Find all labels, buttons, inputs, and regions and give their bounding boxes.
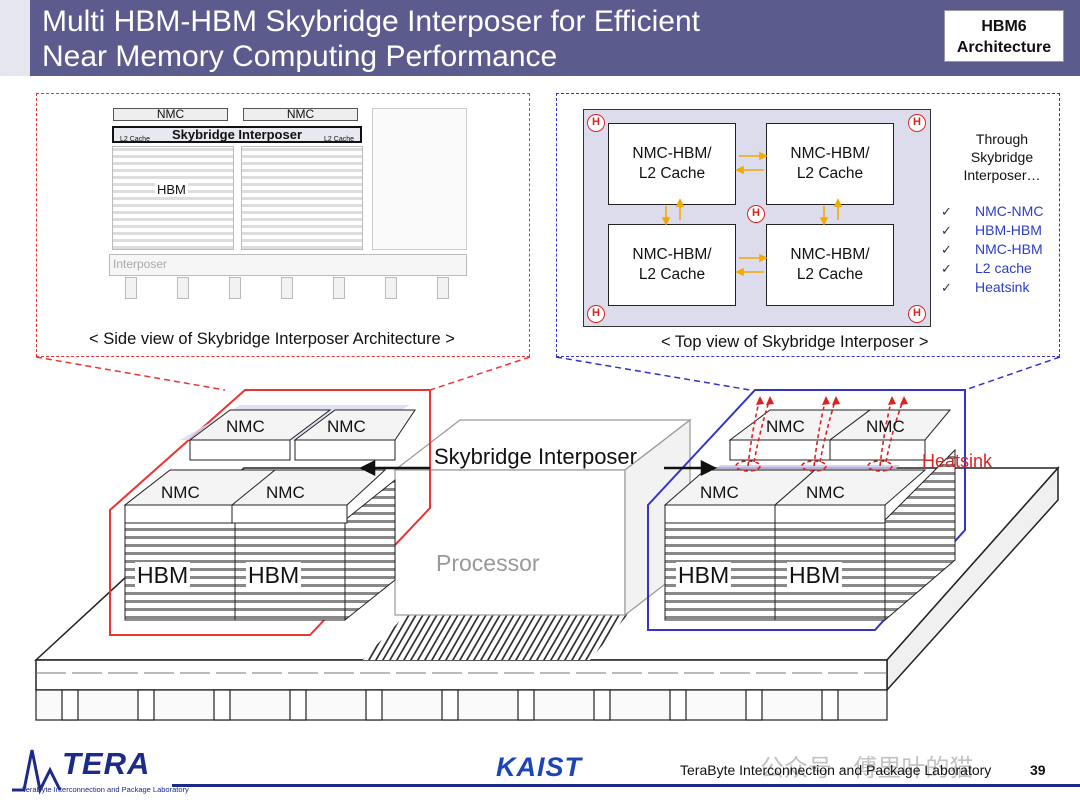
scene-nmc-label: NMC <box>866 417 905 436</box>
side-bump <box>125 277 137 299</box>
footer-divider <box>172 784 1080 787</box>
side-bump <box>177 277 189 299</box>
top-view-board: NMC-HBM/ L2 Cache NMC-HBM/ L2 Cache NMC-… <box>583 109 931 327</box>
side-nmc-left: NMC <box>113 108 228 121</box>
side-bump <box>437 277 449 299</box>
checklist-item: ✓NMC-NMC <box>941 203 1044 219</box>
side-hbm-stack-right <box>241 146 363 250</box>
slide-footer: TERA TeraByte Interconnection and Packag… <box>0 724 1080 810</box>
side-bump <box>333 277 345 299</box>
side-skybridge-label: Skybridge Interposer <box>171 127 303 142</box>
side-hbm-label: HBM <box>155 182 188 197</box>
skybridge-pointer-arrows <box>359 459 717 477</box>
scene-nmc-label: NMC <box>161 483 200 502</box>
top-view-box: NMC-HBM/ L2 Cache <box>766 123 894 205</box>
h-marker: H <box>908 114 926 132</box>
through-skybridge-text: Through Skybridge Interposer… <box>963 131 1041 183</box>
scene-hbm-label: HBM <box>676 562 732 589</box>
h-marker: H <box>587 305 605 323</box>
tera-logo-icon <box>12 749 62 795</box>
top-view-caption: < Top view of Skybridge Interposer > <box>661 333 929 351</box>
side-interposer-label: Interposer <box>113 257 168 271</box>
heat-arrowheads <box>756 396 908 405</box>
checklist-item: ✓HBM-HBM <box>941 222 1042 238</box>
processor-label: Processor <box>436 550 540 576</box>
top-view-box: NMC-HBM/ L2 Cache <box>608 224 736 306</box>
left-zoom-connector <box>35 356 226 391</box>
scene-nmc-label: NMC <box>766 417 805 436</box>
side-view-caption: < Side view of Skybridge Interposer Arch… <box>89 330 455 348</box>
tera-logo-subtitle: TeraByte Interconnection and Package Lab… <box>22 785 189 794</box>
lab-name: TeraByte Interconnection and Package Lab… <box>680 762 992 778</box>
right-zoom-connector <box>964 356 1061 391</box>
tera-logo-text: TERA <box>62 746 151 781</box>
side-skybridge-bar: L2 Cache Skybridge Interposer L2 Cache <box>112 126 362 143</box>
benefit-checklist: ✓NMC-NMC ✓HBM-HBM ✓NMC-HBM ✓L2 cache ✓He… <box>941 202 1043 297</box>
heatsink-label: Heatsink <box>922 451 993 471</box>
page-number: 39 <box>1030 762 1046 778</box>
side-l2-left: L2 Cache <box>120 136 150 143</box>
left-zoom-connector <box>429 356 531 391</box>
top-view-arrows <box>661 151 843 277</box>
side-nmc-right: NMC <box>243 108 358 121</box>
kaist-logo: KAIST <box>496 752 582 782</box>
side-l2-right: L2 Cache <box>324 136 354 143</box>
h-marker: H <box>747 205 765 223</box>
scene-hbm-label: HBM <box>787 562 843 589</box>
checklist-item: ✓NMC-HBM <box>941 241 1043 257</box>
h-marker: H <box>908 305 926 323</box>
top-view-box: NMC-HBM/ L2 Cache <box>608 123 736 205</box>
package-3d-illustration <box>34 356 1061 721</box>
check-icon: ✓ <box>941 204 952 219</box>
side-view-panel: NMC NMC L2 Cache Skybridge Interposer L2… <box>36 93 530 357</box>
skybridge-interposer-label: Skybridge Interposer <box>434 444 637 469</box>
scene-nmc-label: NMC <box>700 483 739 502</box>
check-icon: ✓ <box>941 280 952 295</box>
slide-title: Multi HBM-HBM Skybridge Interposer for E… <box>42 5 700 73</box>
check-icon: ✓ <box>941 261 952 276</box>
side-bump <box>281 277 293 299</box>
h-marker: H <box>587 114 605 132</box>
top-view-box: NMC-HBM/ L2 Cache <box>766 224 894 306</box>
scene-nmc-label: NMC <box>806 483 845 502</box>
top-view-panel: NMC-HBM/ L2 Cache NMC-HBM/ L2 Cache NMC-… <box>556 93 1060 357</box>
checklist-item: ✓L2 cache <box>941 260 1032 276</box>
side-interposer-base <box>109 254 467 276</box>
side-bump <box>229 277 241 299</box>
architecture-badge: HBM6 Architecture <box>944 10 1064 62</box>
side-bump <box>385 277 397 299</box>
right-zoom-connector <box>555 356 751 391</box>
side-processor-outline <box>372 108 467 250</box>
check-icon: ✓ <box>941 242 952 257</box>
checklist-item: ✓Heatsink <box>941 279 1030 295</box>
scene-hbm-label: HBM <box>135 562 191 589</box>
scene-nmc-label: NMC <box>226 417 265 436</box>
side-hbm-stack-left <box>112 146 234 250</box>
scene-hbm-label: HBM <box>246 562 302 589</box>
scene-nmc-label: NMC <box>327 417 366 436</box>
scene-nmc-label: NMC <box>266 483 305 502</box>
watermark: 公众号 · 傅里叶的猫 <box>760 755 974 782</box>
check-icon: ✓ <box>941 223 952 238</box>
title-bar: Multi HBM-HBM Skybridge Interposer for E… <box>0 0 1080 76</box>
title-ribbon <box>0 0 30 76</box>
